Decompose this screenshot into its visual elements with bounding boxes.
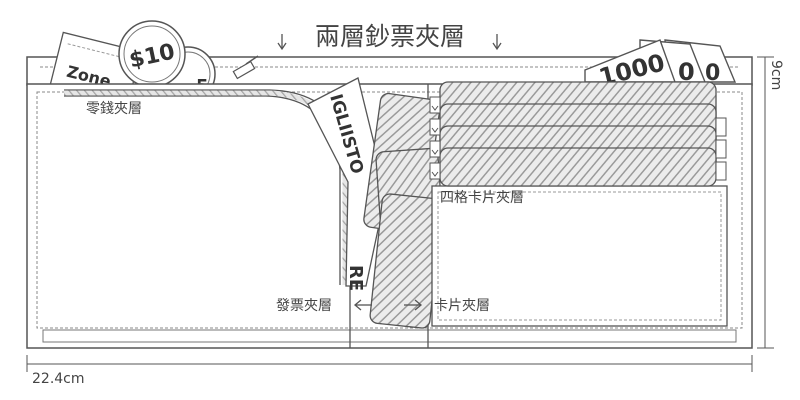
card-slot-4 [439, 147, 717, 187]
width-dimension [26, 355, 753, 372]
wallet-bottom-strip [42, 329, 737, 343]
banknote-extra-1: 0 [678, 58, 695, 86]
banknote-extra-2: 0 [705, 61, 720, 86]
four-card-slots-label: 四格卡片夾層 [440, 190, 524, 206]
receipt-bottom-text: RE [345, 265, 366, 291]
card-pocket-label: 卡片夾層 [434, 298, 490, 314]
middle-loose-cards [363, 92, 447, 329]
coin-pocket-label: 零錢夾層 [86, 100, 142, 117]
diagram-title: 兩層鈔票夾層 [315, 22, 465, 51]
card-arrow-icon [404, 299, 423, 311]
zipper-pull-icon [232, 55, 259, 80]
receipt-arrow-icon [353, 299, 372, 311]
four-card-slots [439, 81, 727, 187]
height-label: 9cm [768, 60, 784, 90]
receipt-pocket-label: 發票夾層 [276, 298, 332, 314]
wallet-stitch [36, 91, 743, 329]
title-arrow-right-icon [492, 34, 502, 51]
height-dimension [757, 56, 774, 349]
title-arrow-left-icon [277, 34, 287, 51]
coin-ten: $10 [118, 20, 186, 88]
card-pocket-stitch [437, 191, 722, 321]
width-label: 22.4cm [32, 371, 85, 387]
slot-arrow-icons [429, 96, 441, 180]
card-pocket-right [431, 185, 728, 327]
